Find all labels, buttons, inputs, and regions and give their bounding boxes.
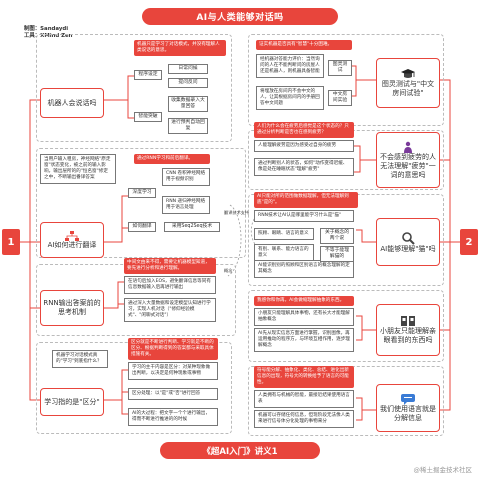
r5-item-0: 人类拥有与机械的智能，最接近结果使用语言表 bbox=[254, 390, 354, 408]
note-r3: AI只能对所的范围做数据理解，但无法理解到底"是的"。 bbox=[254, 192, 358, 208]
note-l4: 区分就是不断进行判断、学习就是不断的区分、根据判断得到的答案都与采取具体措施有关… bbox=[128, 338, 218, 360]
r1-item-turing: 经机器对答能力评价：当然询问的人在不能判断问的房屋人还是机器人，则机器具备智能 bbox=[256, 54, 324, 78]
topic-learning-distinguish: 学习指的是"区分" bbox=[40, 388, 104, 416]
blocks-icon bbox=[401, 316, 415, 326]
r1-tag-turing: 图灵测试 bbox=[328, 60, 352, 76]
topic-language-label: 我们使用语言就是分解信息 bbox=[380, 405, 436, 422]
topic-robot-talk: 机器人会说话吗 bbox=[40, 88, 104, 118]
topic-learning-distinguish-label: 学习指的是"区分" bbox=[44, 397, 100, 406]
page-title: AI与人类能够对话吗 bbox=[142, 8, 338, 25]
topic-language: 我们使用语言就是分解信息 bbox=[376, 384, 440, 432]
topic-ai-translate: AI如何进行翻译 bbox=[40, 222, 104, 258]
r2-item-0: 人能理解疲劳是因为感受过自身的疲劳 bbox=[254, 140, 354, 152]
magnifier-icon bbox=[402, 231, 415, 245]
l3-item-eos: 在语句后加入EOS，避免翻译信息等同有信息数据输入后再进行输出 bbox=[124, 276, 216, 294]
branch-deep-learning: 深度学习 bbox=[128, 188, 156, 198]
author-label: 制图：Sandaydi bbox=[24, 26, 69, 32]
l3-side-label: 概念 bbox=[224, 268, 233, 273]
r3-tag-1: 关于概念的两个说 bbox=[320, 228, 354, 244]
topic-cat-label: AI能够理解"猫"吗 bbox=[380, 244, 436, 253]
topic-fatigue-label: 不会感到疲劳的人无法理解"疲劳"一词的意思吗 bbox=[380, 152, 436, 179]
r3-item-0: 照顾、眼睛、语言的意义 bbox=[254, 228, 314, 240]
credits: 制图：Sandaydi 工具：XMind Zen bbox=[24, 26, 73, 40]
r1-item-chinese-room: 将埋放在房间内不会中文的人，让其根据房间内的手册回答中文问题 bbox=[256, 86, 324, 110]
left-number-badge: 1 bbox=[2, 229, 20, 255]
right-number-badge: 2 bbox=[460, 229, 478, 255]
topic-rnn-thinking-label: RNN输出答案前的思考机制 bbox=[43, 299, 101, 316]
chat-icon bbox=[401, 394, 415, 405]
branch-smart: 智能突破 bbox=[134, 112, 162, 122]
l1-b2-item-0: 收集数据录入大量回答 bbox=[168, 96, 208, 112]
l2-b1-item-0: CNN 卷积神经网络 用于视频识别 bbox=[162, 168, 210, 186]
question-l2: 当用户输入租房，神经网络"原走窗"状态变化，被之前的输入影响，输出层所的的"恒名… bbox=[40, 154, 116, 184]
tool-label: 工具：XMind Zen bbox=[24, 33, 73, 39]
topic-child: 小朋友只能理解亲眼看到的东西吗 bbox=[376, 304, 440, 356]
graduation-cap-icon bbox=[401, 69, 415, 78]
l4-item-2: AI的大过程：把文字一个个进行输出，得而不断进行推进的的时候 bbox=[128, 408, 218, 426]
footer-title: 《超AI入门》讲义1 bbox=[160, 442, 320, 459]
left-section-1 bbox=[36, 34, 232, 142]
note-l3: 中间文由来不得，需要让机器模型知道，要先进行分析和进行理解。 bbox=[124, 258, 216, 274]
note-r5: 符号能分解、抽象化、类化、总结、进化出新信息的出现，符号大的转换给予了语言的可能… bbox=[254, 366, 354, 388]
note-l2: 通过RNN学习和前后翻译。 bbox=[134, 154, 210, 164]
person-icon bbox=[404, 141, 412, 153]
note-l1: 机器只是学习了对话模式，并没有理解人类说话的意思。 bbox=[134, 40, 226, 56]
topic-child-label: 小朋友只能理解亲眼看到的东西吗 bbox=[380, 327, 436, 344]
l1-b2-item-1: 进行预判自动回复 bbox=[168, 118, 208, 134]
r3-head: RNN技术让AI认是哪里能学习什么是"猫" bbox=[254, 210, 354, 222]
l4-item-0: 学习的主干内容是区分：对某种现象做出判断，以决定是何种现象或事物 bbox=[128, 362, 218, 380]
r4-item-0: 小朋友只能理解具体事物，还有长大才能理解抽象概念 bbox=[254, 308, 354, 326]
branch-how-translate: 如何翻译 bbox=[128, 222, 156, 232]
l2-b2-item: 采用Seq2Seq技术 bbox=[164, 222, 220, 232]
topic-turing-test: 图灵测试与"中文房间试验" bbox=[376, 58, 440, 108]
topic-fatigue: 不会感到疲劳的人无法理解"疲劳"一词的意思吗 bbox=[376, 132, 440, 188]
l3-item-data: 通过深入大量数据和设定模型认知进行学习，实现人机对话（"修仰经验模式"、"闲聊式… bbox=[124, 298, 216, 322]
right-section-4 bbox=[248, 290, 444, 362]
topic-cat: AI能够理解"猫"吗 bbox=[376, 218, 440, 266]
l1-b1-item-1: 提问反问 bbox=[168, 78, 208, 88]
r5-item-1: 机器可以存储任何信息，但现阶段无法像人类来进行信号体分化处理的事物来分 bbox=[254, 410, 354, 428]
question-l4: 机器学习对话模式真的"学习"到底指什么？ bbox=[52, 350, 108, 368]
r2-item-1: 通过判断别人的状态，如何"动作变得迟缓、像是处在睡眠状态"理解"疲劳" bbox=[254, 158, 354, 176]
r1-tag-chinese-room: 中文房间实验 bbox=[328, 90, 352, 106]
network-icon bbox=[65, 230, 79, 241]
topic-ai-translate-label: AI如何进行翻译 bbox=[47, 240, 97, 249]
l2-b1-item-1: RNN 递归神经网络 用于语言处理 bbox=[162, 196, 210, 214]
note-r2: 人们为什么会在疲劳后感觉是这个状态的？只通过分析判断是否也在感到疲劳？ bbox=[254, 122, 354, 138]
topic-rnn-thinking: RNN输出答案前的思考机制 bbox=[40, 290, 104, 326]
l2-side-label: 翻译技术支持 bbox=[224, 210, 250, 215]
left-section-2 bbox=[36, 148, 246, 258]
watermark: @稀土掘金技术社区 bbox=[413, 466, 473, 474]
r3-item-2: AI能识别别的照顾和区别语言的概念理解的定其概念 bbox=[254, 260, 354, 278]
r4-item-1: AI先从现实信息方面进行掌握，识别图像，再运用推动的程序方，与环境互相作用，逐步… bbox=[254, 328, 354, 352]
note-r4: 我感你和你再，AI会做缩理解抽象的东西。 bbox=[254, 296, 354, 306]
note-r1: 证实机器是否具有"智慧"十分困难。 bbox=[256, 40, 352, 50]
topic-robot-talk-label: 机器人会说话吗 bbox=[47, 98, 97, 107]
l1-b1-item-0: 日常问候 bbox=[168, 64, 208, 74]
topic-turing-test-label: 图灵测试与"中文房间试验" bbox=[381, 80, 435, 97]
r3-tag-2: 不等于能理解猫的 bbox=[320, 246, 354, 262]
branch-program: 程序设定 bbox=[134, 70, 162, 80]
l4-item-1: 区分处理：以"是"或"否"进行回答 bbox=[128, 388, 218, 400]
